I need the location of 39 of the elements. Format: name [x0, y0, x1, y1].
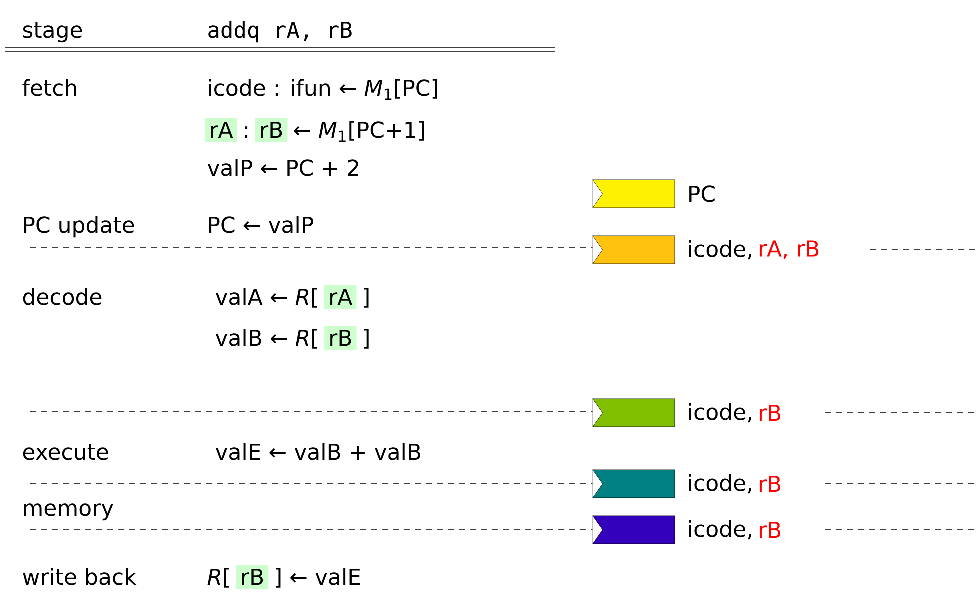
operation-text: ] ← valE	[276, 568, 360, 588]
stage-name: execute	[23, 444, 108, 460]
register-label: rB	[760, 404, 781, 421]
register-label: icode,	[689, 240, 752, 260]
register-highlight: rB	[324, 326, 357, 350]
register-highlight: rA	[205, 118, 238, 142]
register-label: rB	[760, 476, 781, 492]
stage-name: write back	[23, 568, 137, 586]
register-label: icode,	[689, 474, 752, 494]
stage-name: memory	[24, 504, 114, 521]
operation-text: valP ← PC + 2	[208, 159, 358, 176]
register-highlight: rB	[236, 564, 269, 589]
register-highlight: rB	[256, 118, 288, 142]
register-label: icode,	[689, 520, 752, 540]
register-label: icode,	[689, 403, 752, 423]
pipeline-register	[592, 180, 676, 208]
operation-text: valE ← valB + valB	[216, 443, 420, 460]
pipeline-register	[592, 516, 676, 544]
register-label: rA, rB	[760, 240, 819, 260]
column-header: stage	[23, 22, 82, 43]
stage-name: fetch	[22, 79, 76, 96]
pipeline-register	[592, 470, 676, 498]
operation-text: ← M$_{1}$[PC+1]	[294, 121, 424, 142]
pipeline-register	[592, 398, 676, 428]
pipeline-register	[592, 236, 676, 264]
register-highlight: rA	[324, 284, 357, 309]
operation-text: PC ← valP	[209, 216, 314, 234]
operation-text: ]	[364, 329, 369, 349]
operation-text: ]	[364, 288, 369, 308]
instruction-header: addq rA, rB	[208, 21, 352, 43]
register-label: PC	[690, 186, 715, 202]
operation-text: valB ← R[	[216, 329, 318, 349]
register-label: rB	[760, 522, 781, 538]
operation-text: valA ← R[	[216, 288, 318, 308]
stage-name: PC update	[24, 216, 134, 238]
operation-text: icode : ifun ← M$_{1}$[PC]	[209, 79, 438, 100]
operation-text: R[	[208, 568, 229, 588]
operation-text: :	[245, 126, 248, 138]
stage-name: decode	[23, 288, 102, 306]
